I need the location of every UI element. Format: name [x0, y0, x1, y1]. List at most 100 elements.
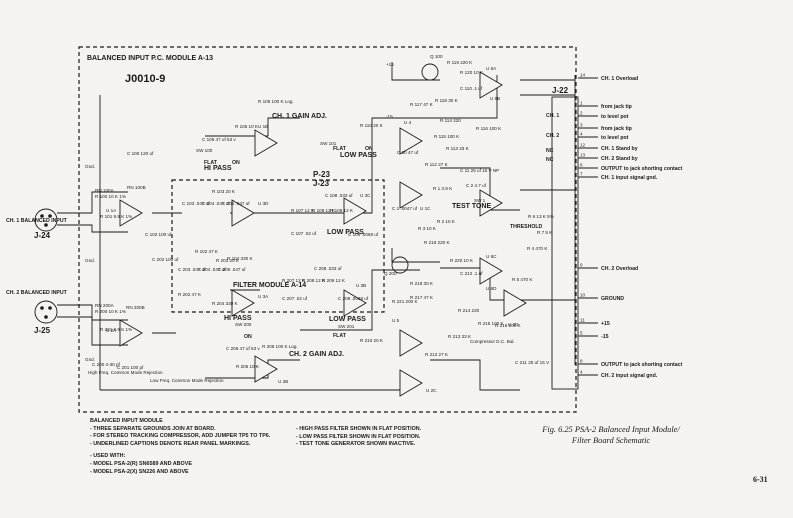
supply-gnd-2: Gnd.	[85, 258, 95, 263]
component-label-sw1: SW 1	[474, 198, 486, 203]
component-label-r106: R 106 100 K Log.	[258, 99, 294, 104]
j22-pin-number: 14	[580, 73, 586, 78]
component-label-sw100: SW 100	[196, 148, 213, 153]
component-label-u6d: U 6D	[486, 286, 497, 291]
component-label-rn200b: RN 200B	[126, 305, 145, 310]
component-label-r107: R 107 12 K	[291, 208, 315, 213]
supply-pos-1: +15	[386, 62, 394, 67]
note-right-2: - LOW PASS FILTER SHOWN IN FLAT POSITION…	[296, 433, 421, 440]
j22-pin-number: 5	[580, 331, 583, 336]
notes-right: - HIGH PASS FILTER SHOWN IN FLAT POSITIO…	[296, 426, 421, 449]
component-label-r101: R 101 9.9 K 1%	[100, 214, 132, 219]
supply-neg-1: -15	[386, 114, 393, 119]
component-label-c103: C 103 .047 uf	[182, 201, 210, 206]
j22-pin-label: OUTPUT to jack shorting contact	[601, 166, 683, 172]
j22-pin-label: OUTPUT to jack shorting contact	[601, 362, 683, 368]
component-label-r118: R 118 30 K	[435, 98, 459, 103]
component-label-u2c: U 2C	[426, 388, 437, 393]
j22-pin-label: from jack tip	[601, 104, 632, 110]
ch2-gain-label: CH. 2 GAIN ADJ.	[289, 351, 344, 358]
component-label-u4: U 4	[404, 120, 412, 125]
component-label-c202: C 202 100 uf	[152, 257, 179, 262]
j22-pin-label: to level pot	[601, 114, 629, 120]
ch1-xlr-jack	[34, 208, 58, 232]
component-label-r116: R 116 100 K	[476, 126, 502, 131]
j22-pin-number: 1	[580, 101, 583, 106]
component-label-u1c: U 1C	[420, 206, 431, 211]
connector-j22: J-22	[552, 86, 569, 95]
component-label-r208: R 208 12 K	[302, 278, 326, 283]
j22-pin-number: 13	[580, 153, 586, 158]
j22-pin-label: CH. 2 input signal gnd.	[601, 373, 658, 379]
component-label-u2b: U 2B	[278, 379, 288, 384]
module-a14-border	[171, 179, 385, 313]
j22-side-ch2: CH. 2	[546, 133, 559, 139]
component-label-sw101: SW 101	[320, 141, 337, 146]
used-with-line-1: - USED WITH:	[90, 453, 126, 460]
component-label-r215: R 215 100 K	[478, 321, 504, 326]
note-right-3: - TEST TONE GENERATOR SHOWN INACTIVE.	[296, 441, 416, 448]
j22-pin-label: -15	[601, 334, 609, 340]
component-label-sw201: SW 201	[338, 324, 355, 329]
component-label-c212: C 212 .1 uf	[460, 271, 483, 276]
component-label-c60: C 60 47 uf	[397, 150, 419, 155]
component-label-r102: R 102 47 K	[195, 249, 219, 254]
supply-gnd-3: Gnd.	[85, 357, 95, 362]
component-label-r3: R 3 10 K	[418, 226, 437, 231]
j22-pin-number: 9	[580, 263, 583, 268]
component-labels: U 1AU 2AU 1BU 2BU 3AU 3BU 3CU 3DU 4U 5U …	[92, 54, 554, 393]
ch2-xlr-jack	[34, 300, 58, 324]
component-label-u6b: U 6B	[490, 96, 500, 101]
component-label-r110: R 110 20 K	[360, 123, 384, 128]
component-label-u6a: U 6A	[486, 66, 497, 71]
j22-pin-label: CH. 2 Overload	[601, 266, 638, 272]
component-label-c208: C 208 .033 uf	[314, 266, 342, 271]
j22-pin-label: CH. 1 input signal gnd.	[601, 175, 658, 181]
component-label-r114: R 114 220	[440, 118, 461, 123]
op-amp-symbols	[119, 71, 527, 397]
component-label-r105: R 105 10 K	[235, 124, 259, 129]
component-label-sw200: SW 200	[235, 322, 252, 327]
supply-gnd-1: Gnd.	[85, 164, 95, 169]
j22-pin-number: 11	[580, 318, 585, 323]
component-label-r213: R 213 33 K	[448, 334, 472, 339]
component-label-c206: C 206 47 uf 63 v	[226, 346, 260, 351]
component-label-c107: C 107 .02 uf	[291, 231, 317, 236]
j22-side-nc1: NC	[546, 148, 554, 154]
component-label-c209: C 209 .0068 uf	[338, 296, 369, 301]
component-label-r120: R 120 10 K	[460, 70, 484, 75]
component-label-r219: R 219 220 K	[424, 240, 450, 245]
notes-heading: BALANCED INPUT MODULE	[90, 418, 163, 424]
component-label-r205: R 205 10 K	[236, 364, 260, 369]
component-label-c109: C 109 .0068 uf	[348, 232, 379, 237]
note-right-1: - HIGH PASS FILTER SHOWN IN FLAT POSITIO…	[296, 426, 422, 432]
compressor-label: Compressor D.C. Bal.	[470, 339, 515, 344]
j22-pin-number: 12	[580, 143, 586, 148]
component-label-rn100a: RN 100A	[95, 188, 115, 193]
component-label-r201: R 201 9.9 K 1%	[100, 327, 132, 332]
component-label-r5: R 5 470 K	[512, 277, 533, 282]
j22-pin-number: 8	[580, 359, 583, 364]
component-label-r117: R 117 47 K	[410, 102, 434, 107]
component-label-c211: C 211 25 uf 15 V	[515, 360, 550, 365]
j22-pin-number: 4	[580, 132, 583, 137]
j22-pin-label: +15	[601, 321, 610, 327]
component-label-r204: R 204 330 K	[212, 301, 238, 306]
component-label-r217: R 217 47 K	[410, 295, 434, 300]
component-label-q100: Q 100	[430, 54, 443, 59]
hi-pass-label-1: HI PASS	[204, 165, 232, 172]
transistor-q100	[421, 63, 439, 81]
j22-side-ch1: CH. 1	[546, 113, 559, 119]
component-label-c201: C 201 100 pf	[117, 365, 144, 370]
connector-j24: J-24	[34, 231, 51, 240]
transistor-q200	[391, 256, 409, 274]
component-label-c11: C 11 25 uf 15 V NP	[460, 168, 499, 173]
component-label-r209: R 209 12 K	[322, 278, 346, 283]
component-label-r1: R 1 3.9 K	[433, 186, 453, 191]
component-label-r216: R 216 100 K	[495, 323, 521, 328]
j22-pin-number: 4	[580, 370, 583, 375]
component-label-u1a: U 1A	[106, 208, 117, 213]
component-label-r115: R 115 100 K	[434, 134, 460, 139]
notes-left: BALANCED INPUT MODULE - THREE SEPARATE G…	[90, 418, 270, 476]
